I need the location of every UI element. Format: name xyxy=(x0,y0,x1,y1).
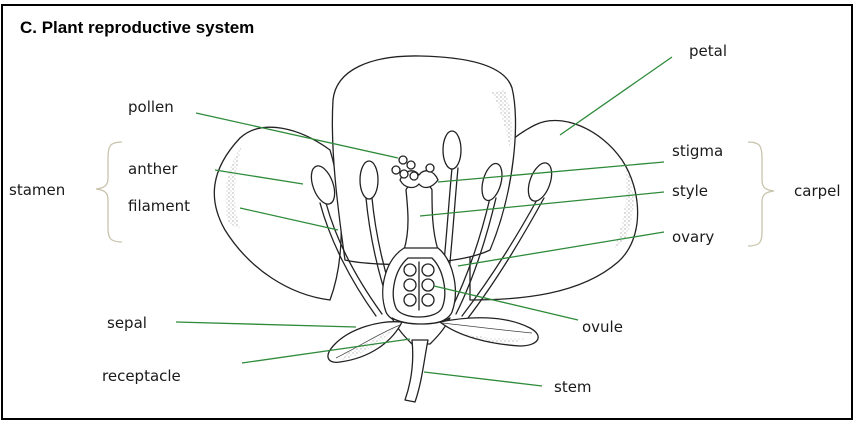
anther-2 xyxy=(360,161,378,199)
label-anther: anther xyxy=(128,160,178,178)
carpel-bracket xyxy=(748,142,774,246)
label-stamen: stamen xyxy=(9,181,65,199)
pollen-grain xyxy=(410,172,418,180)
label-ovary: ovary xyxy=(672,228,714,246)
flower-illustration xyxy=(214,56,637,402)
label-stem: stem xyxy=(554,378,592,396)
leader-stem xyxy=(424,372,542,386)
stem-shape xyxy=(405,340,428,402)
anther-3 xyxy=(443,131,461,169)
label-pollen: pollen xyxy=(128,98,174,116)
label-ovule: ovule xyxy=(582,318,623,336)
pollen-grain xyxy=(400,170,408,178)
leader-receptacle xyxy=(242,339,410,363)
label-receptacle: receptacle xyxy=(102,367,181,385)
pollen-grain xyxy=(399,156,407,164)
label-style: style xyxy=(672,182,708,200)
label-petal: petal xyxy=(689,42,727,60)
pollen-grain xyxy=(392,166,400,174)
label-sepal: sepal xyxy=(107,314,147,332)
pollen-grain xyxy=(407,161,415,169)
label-stigma: stigma xyxy=(672,142,723,160)
label-carpel: carpel xyxy=(794,182,841,200)
leader-petal xyxy=(560,57,672,135)
label-filament: filament xyxy=(128,197,190,215)
leader-sepal xyxy=(176,322,356,327)
stamen-bracket xyxy=(96,142,122,242)
pollen-grain xyxy=(426,164,434,172)
